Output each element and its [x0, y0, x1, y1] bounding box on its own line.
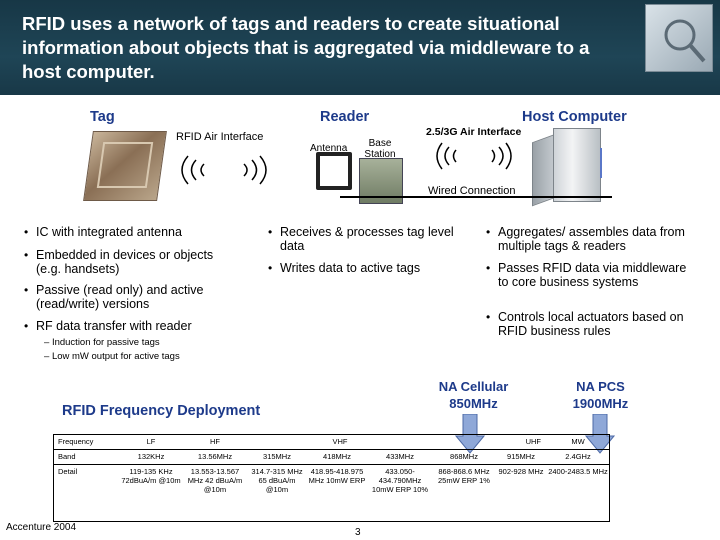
bullet-icon: •: [268, 225, 273, 239]
na-pcs-label: NA PCS 1900MHz: [572, 379, 629, 411]
rfid-air-interface-label: RFID Air Interface: [176, 131, 264, 143]
rfid-wave-icon: [181, 155, 267, 185]
table-row: Frequency LF HF VHF UHF MW: [53, 434, 610, 450]
host-bullet: • Passes RFID data via middleware to cor…: [486, 261, 687, 289]
page-number: 3: [355, 527, 361, 538]
row-header: Detail: [53, 464, 119, 522]
bullet-icon: •: [486, 310, 491, 324]
host-bullet: • Aggregates/ assembles data from multip…: [486, 225, 685, 253]
reader-bullet: • Receives & processes tag level data: [268, 225, 454, 253]
tag-bullet: • IC with integrated antenna: [24, 225, 182, 239]
tag-sub-bullet: – Induction for passive tags: [44, 337, 160, 348]
header-banner: [0, 0, 720, 95]
bullet-icon: •: [486, 261, 491, 275]
footer-company: Accenture 2004: [6, 522, 77, 533]
bullet-icon: •: [24, 225, 29, 239]
antenna-label: Antenna: [310, 143, 348, 154]
host-bullet: • Controls local actuators based on RFID…: [486, 310, 684, 338]
frequency-deployment-title: RFID Frequency Deployment: [62, 403, 261, 419]
reader-title: Reader: [320, 109, 370, 125]
bullet-icon: •: [24, 248, 29, 262]
bullet-icon: •: [486, 225, 491, 239]
antenna-icon: [316, 152, 352, 190]
host-computer-title: Host Computer: [522, 109, 627, 125]
magnifier-icon: [664, 19, 706, 63]
wireless-wave-icon: [436, 142, 512, 170]
row-header: Band: [53, 449, 119, 465]
wired-connection-line: [340, 196, 612, 198]
table-row: Band 132KHz 13.56MHz 315MHz 418MHz 433MH…: [53, 449, 610, 465]
table-row: Detail 119-135 KHz 72dBuA/m @10m 13.553-…: [53, 464, 610, 522]
tag-bullet: • RF data transfer with reader: [24, 319, 192, 333]
frequency-table: Frequency LF HF VHF UHF MW Band 132KHz 1…: [53, 434, 610, 522]
reader-bullet: • Writes data to active tags: [268, 261, 421, 275]
row-header: Frequency: [53, 434, 119, 450]
logo-image: [645, 4, 713, 72]
tag-bullet: • Passive (read only) and active (read/w…: [24, 283, 204, 311]
bullet-icon: •: [24, 319, 29, 333]
tag-antenna-coil-icon: [96, 142, 154, 188]
host-computer-icon: [553, 128, 601, 202]
tag-title: Tag: [90, 109, 115, 125]
na-cellular-label: NA Cellular 850MHz: [438, 379, 509, 411]
air-interface-3g-label: 2.5/3G Air Interface: [426, 126, 522, 138]
bullet-icon: •: [24, 283, 29, 297]
base-station-label: Base Station: [364, 138, 396, 160]
slide-title: RFID uses a network of tags and readers …: [22, 13, 590, 82]
wired-connection-bracket: [600, 148, 602, 178]
bullet-icon: •: [268, 261, 273, 275]
wired-connection-label: Wired Connection: [428, 185, 516, 197]
tag-sub-bullet: – Low mW output for active tags: [44, 351, 180, 362]
tag-bullet: • Embedded in devices or objects (e.g. h…: [24, 248, 214, 276]
